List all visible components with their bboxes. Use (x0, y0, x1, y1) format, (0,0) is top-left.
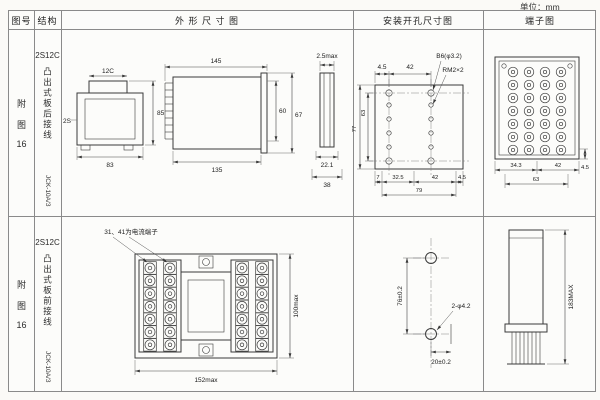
structure-text: 凸出式板后接线 (42, 67, 53, 141)
dim-bot-total: 79 (416, 188, 422, 194)
relay-front-plate (134, 253, 278, 359)
fig-char: 16 (16, 320, 27, 330)
dim-top-d2: 42 (406, 64, 414, 71)
mounting-drawing-rear-wiring: 4.5 42 B6(φ3.2) RM2×2 77 63 7 32.5 42 4.… (352, 53, 469, 197)
terminal-screw-slots (510, 69, 564, 153)
unit-label: 单位：mm (520, 2, 560, 12)
dim-front-height: 85 (157, 110, 165, 117)
header-divider (9, 29, 595, 30)
dim-end-d2: 38 (323, 182, 331, 189)
fig-char: 16 (16, 138, 27, 149)
dim-end-d1: 22.1 (321, 162, 334, 169)
dim-front-width: 83 (106, 162, 114, 169)
label-hole-spec: B6(φ3.2) (436, 53, 462, 60)
dim-plate-height: 100max (293, 294, 300, 318)
header-terminal: 端子图 (524, 15, 555, 26)
side-view: 145 135 60 67 (164, 58, 303, 174)
dim-panel-thickness: 2.5max (316, 53, 338, 60)
dim-terminal-d2: 42 (555, 163, 561, 169)
dim-hole-spacing: 76±0.2 (397, 286, 404, 306)
column-divider (34, 11, 35, 391)
terminal-group-left (143, 261, 177, 352)
front-view: 12C 2S 83 85 (63, 68, 165, 169)
dim-top-d1: 4.5 (377, 64, 386, 71)
dim-bot-d2: 32.5 (392, 175, 403, 181)
label-thread-spec: RM2×2 (442, 67, 464, 74)
dim-case-label: 12C (102, 68, 114, 75)
dim-left-d1: 77 (352, 126, 358, 132)
dim-length-total: 145 (211, 58, 222, 65)
label-base: 2S (63, 118, 72, 125)
dim-length-body: 135 (212, 167, 223, 174)
row-divider (9, 216, 595, 217)
thread-holes (386, 102, 434, 150)
mounting-drawing-front-wiring: 76±0.2 2-φ4.2 20±0.2 (397, 238, 471, 368)
structure-text: 凸出式板前接线 (42, 254, 53, 328)
dim-terminal-d4: 4.5 (581, 165, 589, 171)
terminal-diagram-rear-wiring: 34.3 42 63 4.5 (494, 56, 589, 188)
type-code: JCK-10A/3 (44, 174, 51, 206)
dim-terminal-d3: 63 (533, 177, 539, 183)
header-outline: 外 形 尺 寸 图 (174, 15, 239, 26)
terminal-side-view: 183MAX (504, 229, 575, 365)
dim-terminal-d1: 34.3 (510, 163, 521, 169)
fig-no-cell-row2: 附 图 16 (9, 216, 34, 392)
fig-char: 图 (16, 301, 26, 311)
terminal-slots-right (239, 265, 265, 347)
structure-cell-row1: 2S12C 凸出式板后接线 JCK-10A/3 (34, 29, 61, 216)
structure-cell-row2: 2S12C 凸出式板前接线 JCK-10A/3 (34, 216, 61, 392)
label-hole-spec: 2-φ4.2 (451, 303, 470, 310)
terminal-screws (507, 66, 567, 156)
dim-plate-width: 152max (194, 377, 218, 384)
dim-bot-d4: 4.5 (458, 175, 466, 181)
fig-char: 图 (16, 119, 26, 130)
mounting-plate (369, 79, 469, 175)
dim-side-h2: 67 (295, 112, 303, 119)
fig-char: 附 (16, 98, 26, 109)
column-divider (353, 11, 354, 391)
header-structure: 结构 (37, 15, 58, 26)
column-divider (61, 11, 62, 391)
dim-bot-d1: 7 (376, 175, 379, 181)
column-divider (483, 11, 484, 391)
model-code: 2S12C (35, 238, 60, 247)
end-view: 2.5max 22.1 38 (311, 53, 343, 189)
terminal-group-right (235, 261, 269, 352)
dim-side-h1: 60 (279, 108, 287, 115)
fig-char: 附 (16, 280, 26, 290)
relay-side-profile (504, 229, 548, 365)
spec-table: 图号 结构 外 形 尺 寸 图 安装开孔尺寸图 端子图 附 图 16 2S12C… (8, 10, 596, 392)
fig-no-cell-row1: 附 图 16 (9, 29, 34, 216)
note-current-terminals: 31、41为电流端子 (104, 227, 158, 236)
type-code: JCK-10A/3 (44, 350, 51, 382)
dim-left-d2: 63 (361, 110, 367, 116)
outline-drawing-front-wiring: 31、41为电流端子 152max 100max (104, 227, 300, 384)
terminal-block (494, 56, 580, 160)
header-mounting: 安装开孔尺寸图 (382, 15, 453, 26)
header-fig-no: 图号 (11, 15, 32, 26)
dim-hole-offset: 20±0.2 (431, 359, 451, 366)
outline-drawing-rear-wiring: 12C 2S 83 85 (63, 53, 343, 189)
dim-total-height: 183MAX (568, 284, 575, 310)
dim-bot-d3: 42 (432, 175, 438, 181)
model-code: 2S12C (35, 51, 60, 60)
terminal-slots-left (147, 265, 173, 347)
